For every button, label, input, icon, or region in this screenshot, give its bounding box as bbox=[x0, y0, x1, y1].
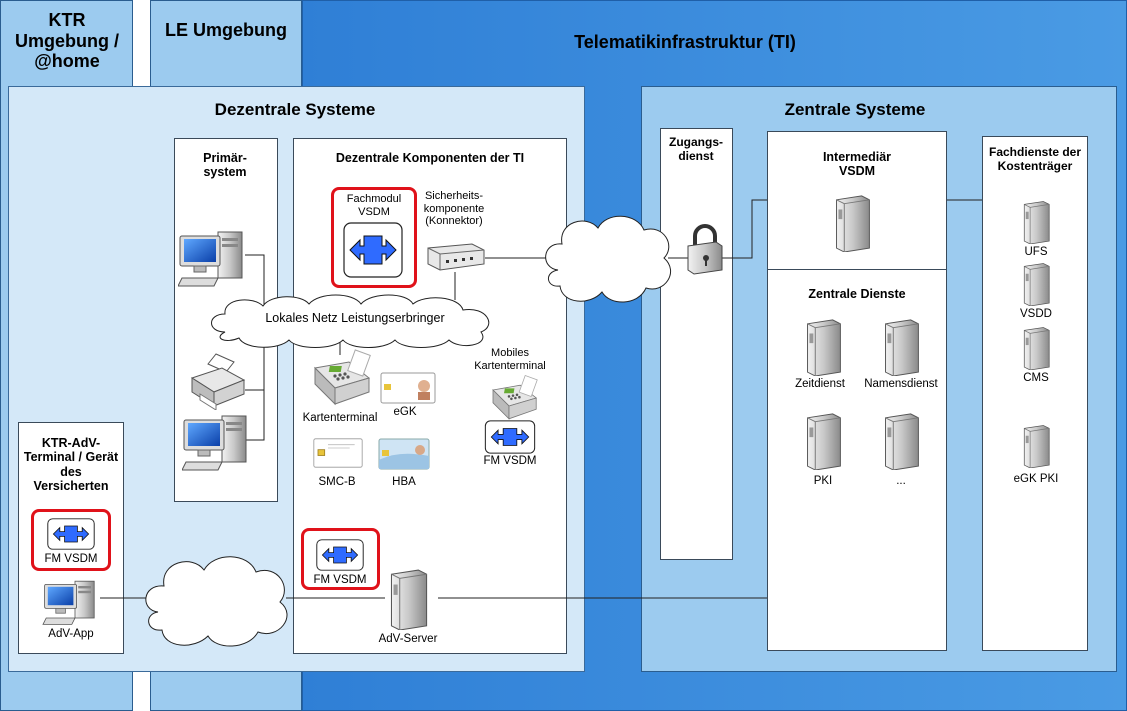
pki-server-icon bbox=[798, 412, 848, 470]
printer-icon bbox=[190, 353, 246, 410]
mobiles-kartenterminal-label: Mobiles Kartenterminal bbox=[474, 347, 546, 372]
intermediaer-server-icon bbox=[828, 194, 876, 252]
zugangsdienst-title: Zugangs- dienst bbox=[669, 135, 723, 163]
primaersystem-title: Primär- system bbox=[203, 151, 247, 180]
fm-vsdm-mobile-label: FM VSDM bbox=[483, 455, 537, 467]
dezentrale-komponenten-title: Dezentrale Komponenten der TI bbox=[335, 151, 525, 165]
egk-pki-server-icon bbox=[1016, 424, 1056, 468]
vsdd-label: VSDD bbox=[1020, 308, 1052, 320]
ufs-label: UFS bbox=[1024, 246, 1048, 258]
ti-cloud-icon bbox=[545, 215, 671, 303]
zeitdienst-label: Zeitdienst bbox=[795, 378, 845, 390]
bidirectional-arrow-icon bbox=[481, 420, 539, 454]
zone-ktr-title: KTR Umgebung / @home bbox=[15, 10, 119, 72]
egk-label: eGK bbox=[393, 406, 417, 418]
lock-icon bbox=[687, 224, 723, 275]
card-terminal-icon bbox=[478, 374, 548, 422]
fachdienste-title: Fachdienste der Kostenträger bbox=[988, 145, 1082, 173]
adv-app-label: AdV-App bbox=[48, 628, 94, 640]
hba-smartcard-icon bbox=[378, 438, 430, 470]
zone-ti-title: Telematikinfrastruktur (TI) bbox=[574, 32, 796, 52]
smcb-label: SMC-B bbox=[318, 476, 356, 488]
cms-server-icon bbox=[1016, 326, 1056, 370]
vsdd-server-icon bbox=[1016, 262, 1056, 306]
cms-label: CMS bbox=[1023, 372, 1049, 384]
namensdienst-label: Namensdienst bbox=[864, 378, 938, 390]
router-icon bbox=[427, 243, 485, 271]
pki-label: PKI bbox=[813, 475, 833, 487]
server-icon bbox=[876, 412, 926, 470]
intermediaer-title: Intermediär VSDM bbox=[822, 150, 892, 179]
egk-smartcard-icon bbox=[380, 372, 436, 404]
egk-pki-label: eGK PKI bbox=[1013, 473, 1059, 485]
kartenterminal-label: Kartenterminal bbox=[302, 412, 378, 424]
zone-le-title: LE Umgebung bbox=[165, 20, 287, 40]
desktop-computer-icon bbox=[182, 412, 252, 472]
namensdienst-server-icon bbox=[876, 318, 926, 376]
zentrale-systeme-title: Zentrale Systeme bbox=[784, 100, 926, 119]
card-terminal-icon bbox=[305, 348, 375, 408]
desktop-computer-icon bbox=[178, 228, 248, 288]
adv-server-label: AdV-Server bbox=[378, 633, 438, 645]
ellipsis-label: ... bbox=[896, 475, 906, 487]
fm-vsdm-adv-label: FM VSDM bbox=[313, 574, 367, 586]
sicherheitskomponente-label: Sicherheits- komponente (Konnektor) bbox=[423, 190, 485, 228]
dezentrale-systeme-title: Dezentrale Systeme bbox=[214, 100, 376, 119]
server-icon bbox=[385, 568, 431, 630]
zentrale-dienste-title: Zentrale Dienste bbox=[808, 287, 906, 301]
zugangsdienst-box bbox=[660, 128, 733, 560]
lan-cloud-icon bbox=[211, 294, 490, 348]
fachmodul-vsdm-label: Fachmodul VSDM bbox=[346, 193, 402, 218]
ufs-server-icon bbox=[1016, 200, 1056, 244]
bidirectional-arrow-icon bbox=[42, 518, 100, 550]
zeitdienst-server-icon bbox=[798, 318, 848, 376]
ktr-adv-terminal-title: KTR-AdV- Terminal / Gerät des Versichert… bbox=[23, 436, 119, 494]
adv-cloud-icon bbox=[145, 556, 288, 647]
desktop-computer-icon bbox=[38, 578, 104, 626]
ktr-fm-vsdm-label: FM VSDM bbox=[44, 553, 98, 565]
hba-label: HBA bbox=[392, 476, 416, 488]
lan-label: Lokales Netz Leistungserbringer bbox=[265, 311, 445, 325]
smcb-smartcard-icon bbox=[313, 438, 363, 468]
bidirectional-arrow-icon bbox=[343, 222, 403, 278]
bidirectional-arrow-icon bbox=[311, 539, 369, 571]
